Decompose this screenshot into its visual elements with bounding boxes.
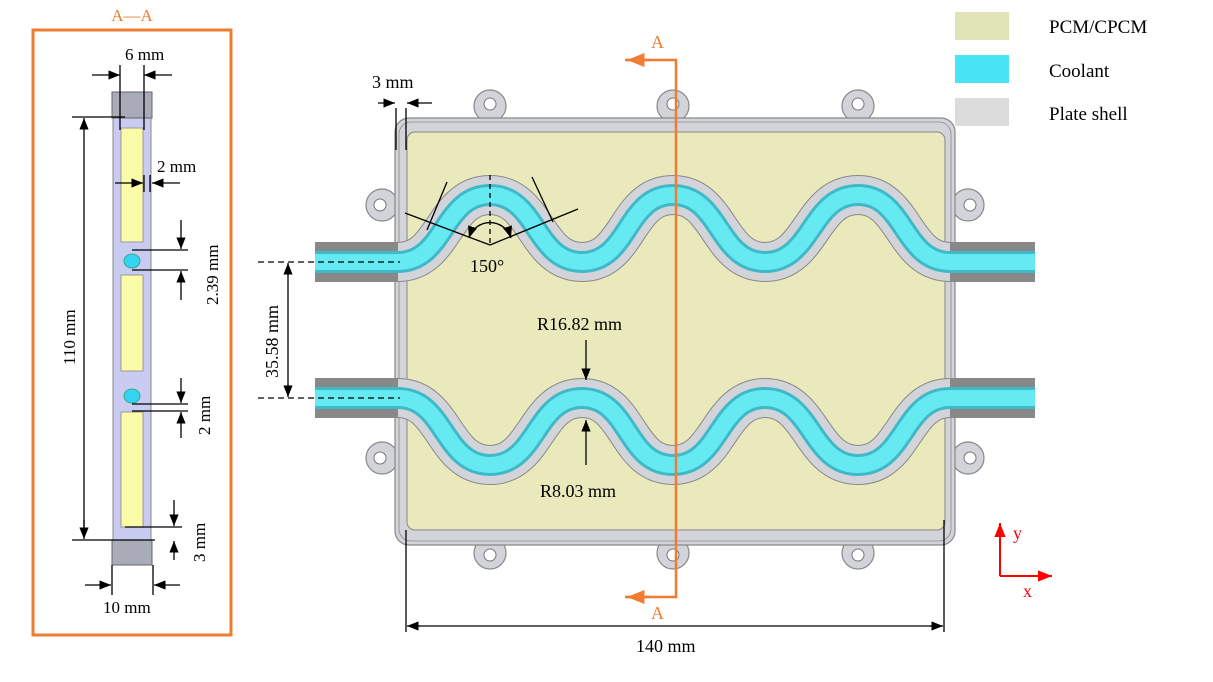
dim-3mm: 3 mm bbox=[190, 523, 209, 562]
dim-10mm: 10 mm bbox=[103, 598, 151, 617]
dim-110mm: 110 mm bbox=[60, 309, 79, 365]
axis-x-label: x bbox=[1023, 581, 1032, 601]
dim-3mm-shell: 3 mm bbox=[372, 72, 414, 92]
coolant-channel bbox=[123, 388, 141, 404]
legend-label-coolant: Coolant bbox=[1049, 61, 1110, 82]
axis-y-label: y bbox=[1013, 523, 1022, 543]
pcm-block bbox=[120, 411, 144, 528]
section-view: A—A 6 mm 2 mm 2.39 mm 2 mm 3 mm 110 mm bbox=[31, 6, 233, 637]
top-cap bbox=[111, 91, 153, 119]
pcm-block bbox=[120, 274, 144, 372]
legend-swatch-coolant bbox=[955, 55, 1009, 83]
axis-indicator: y x bbox=[994, 523, 1052, 601]
bottom-cap bbox=[111, 539, 153, 566]
dim-outer-radius: R16.82 mm bbox=[537, 314, 622, 334]
dim-length: 140 mm bbox=[636, 636, 696, 656]
dim-2-39mm: 2.39 mm bbox=[203, 245, 222, 305]
plan-view: 150° R16.82 mm R8.03 mm 3 mm 35.58 mm 14… bbox=[258, 32, 1035, 656]
legend-label-shell: Plate shell bbox=[1049, 104, 1128, 125]
legend-swatch-shell bbox=[955, 98, 1009, 126]
dim-pipe-spacing: 35.58 mm bbox=[262, 305, 282, 378]
dim-2mm-wall: 2 mm bbox=[157, 157, 196, 176]
section-label-top: A bbox=[651, 32, 664, 52]
dim-6mm: 6 mm bbox=[125, 45, 164, 64]
section-frame bbox=[31, 28, 233, 637]
angle-annotation bbox=[404, 175, 579, 246]
legend: PCM/CPCM Coolant Plate shell bbox=[955, 12, 1147, 126]
dim-inner-radius: R8.03 mm bbox=[540, 481, 616, 501]
section-title: A—A bbox=[111, 6, 153, 25]
dim-2mm-gap: 2 mm bbox=[195, 396, 214, 435]
legend-swatch-pcm bbox=[955, 12, 1009, 40]
coolant-channel bbox=[123, 253, 141, 269]
section-label-bottom: A bbox=[651, 603, 664, 623]
section-line-a-a: A A bbox=[625, 32, 678, 623]
bolt-holes bbox=[373, 97, 977, 562]
pcm-block bbox=[120, 127, 144, 243]
legend-label-pcm: PCM/CPCM bbox=[1049, 17, 1147, 38]
dim-angle: 150° bbox=[470, 256, 504, 276]
